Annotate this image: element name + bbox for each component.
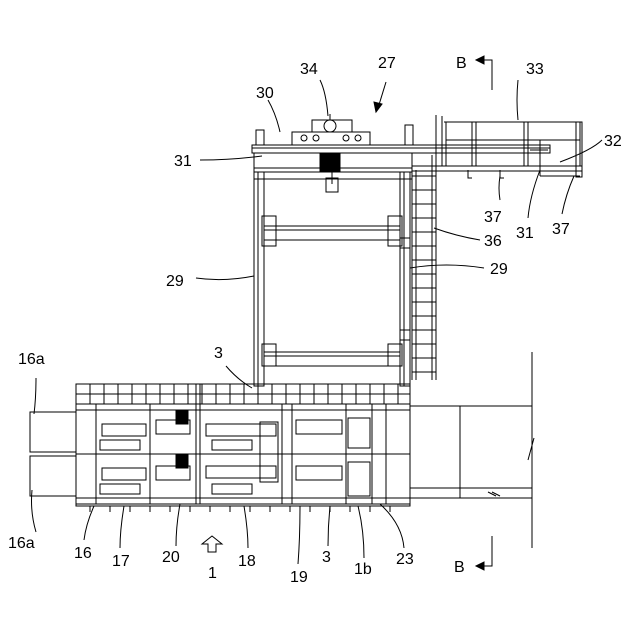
label-31-right: 31: [516, 225, 534, 242]
label-23: 23: [396, 551, 414, 568]
label-1: 1: [208, 565, 217, 582]
label-37-left: 37: [484, 209, 502, 226]
label-36: 36: [484, 233, 502, 250]
base-machine: [76, 384, 410, 512]
ladder: [412, 115, 436, 380]
section-mark-top: [476, 56, 492, 90]
label-27: 27: [378, 55, 396, 72]
walkway-platform: [412, 116, 582, 178]
label-34: 34: [300, 61, 318, 78]
label-18: 18: [238, 553, 256, 570]
section-label-top: B: [456, 55, 467, 72]
section-mark-bottom: [476, 536, 492, 570]
section-label-bottom: B: [454, 559, 465, 576]
gantry-frame: [254, 172, 410, 386]
label-31-left: 31: [174, 153, 192, 170]
label-33: 33: [526, 61, 544, 78]
label-20: 20: [162, 549, 180, 566]
label-3-top: 3: [214, 345, 223, 362]
label-32: 32: [604, 133, 622, 150]
label-30: 30: [256, 85, 274, 102]
label-3-bottom: 3: [322, 549, 331, 566]
label-29-right: 29: [490, 261, 508, 278]
label-1b: 1b: [354, 561, 372, 578]
left-projections: [30, 408, 76, 500]
arrow-27: [374, 82, 386, 112]
label-17: 17: [112, 553, 130, 570]
label-19: 19: [290, 569, 308, 586]
label-16a-top: 16a: [18, 351, 45, 368]
arrow-1: [202, 536, 222, 552]
label-16a-bottom: 16a: [8, 535, 35, 552]
label-16: 16: [74, 545, 92, 562]
right-conveyor-unit: [410, 352, 534, 548]
label-37-right: 37: [552, 221, 570, 238]
label-29-left: 29: [166, 273, 184, 290]
